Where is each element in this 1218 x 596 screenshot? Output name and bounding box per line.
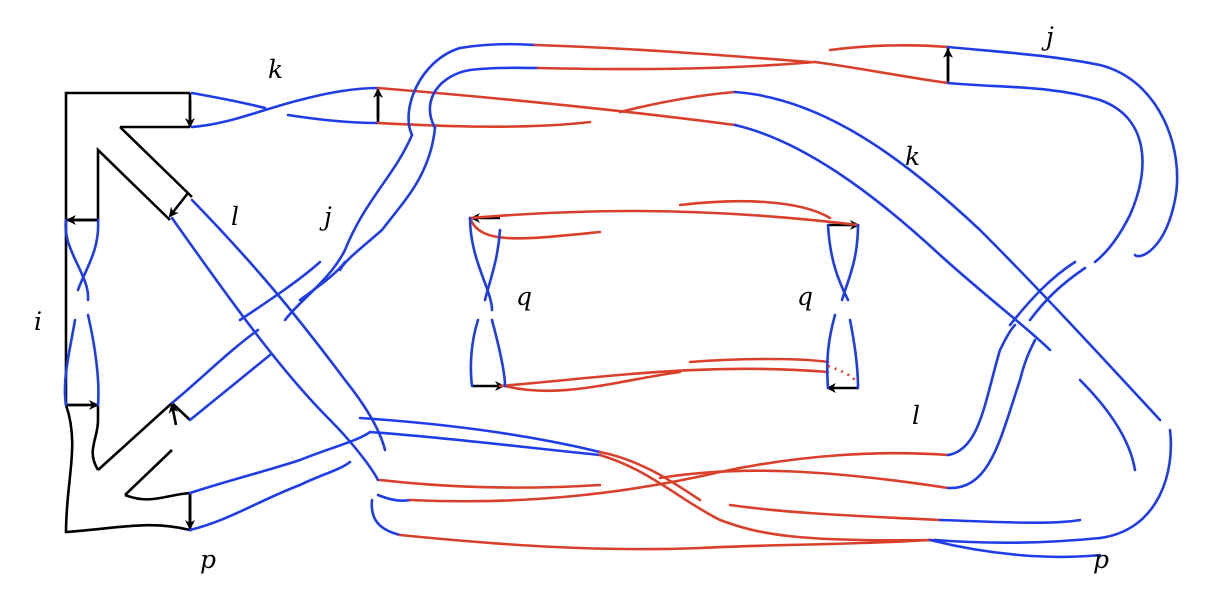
band-l xyxy=(170,198,1037,503)
arrow-l xyxy=(168,192,190,218)
label-q-right: q xyxy=(797,282,813,311)
label-l-right: l xyxy=(912,401,920,430)
label-q-left: q xyxy=(516,282,532,311)
label-k-top: k xyxy=(268,55,283,84)
band-p xyxy=(188,416,1173,559)
label-l-left: l xyxy=(231,202,239,231)
label-j-left: j xyxy=(319,202,332,231)
arrow-left-bottom xyxy=(168,403,179,426)
label-i: i xyxy=(34,307,42,336)
disc-frame xyxy=(64,47,950,534)
label-p-left: p xyxy=(200,545,216,574)
band-q xyxy=(468,199,860,393)
label-p-right: p xyxy=(1093,545,1109,574)
band-lower-left-diagonal xyxy=(170,260,347,422)
band-j xyxy=(283,42,1179,327)
band-i xyxy=(63,218,100,407)
label-k-right: k xyxy=(905,142,920,171)
dotted-segment xyxy=(827,364,856,381)
orientation-arrows xyxy=(66,48,953,530)
band-k xyxy=(190,86,1162,472)
label-j-top: j xyxy=(1041,22,1054,51)
